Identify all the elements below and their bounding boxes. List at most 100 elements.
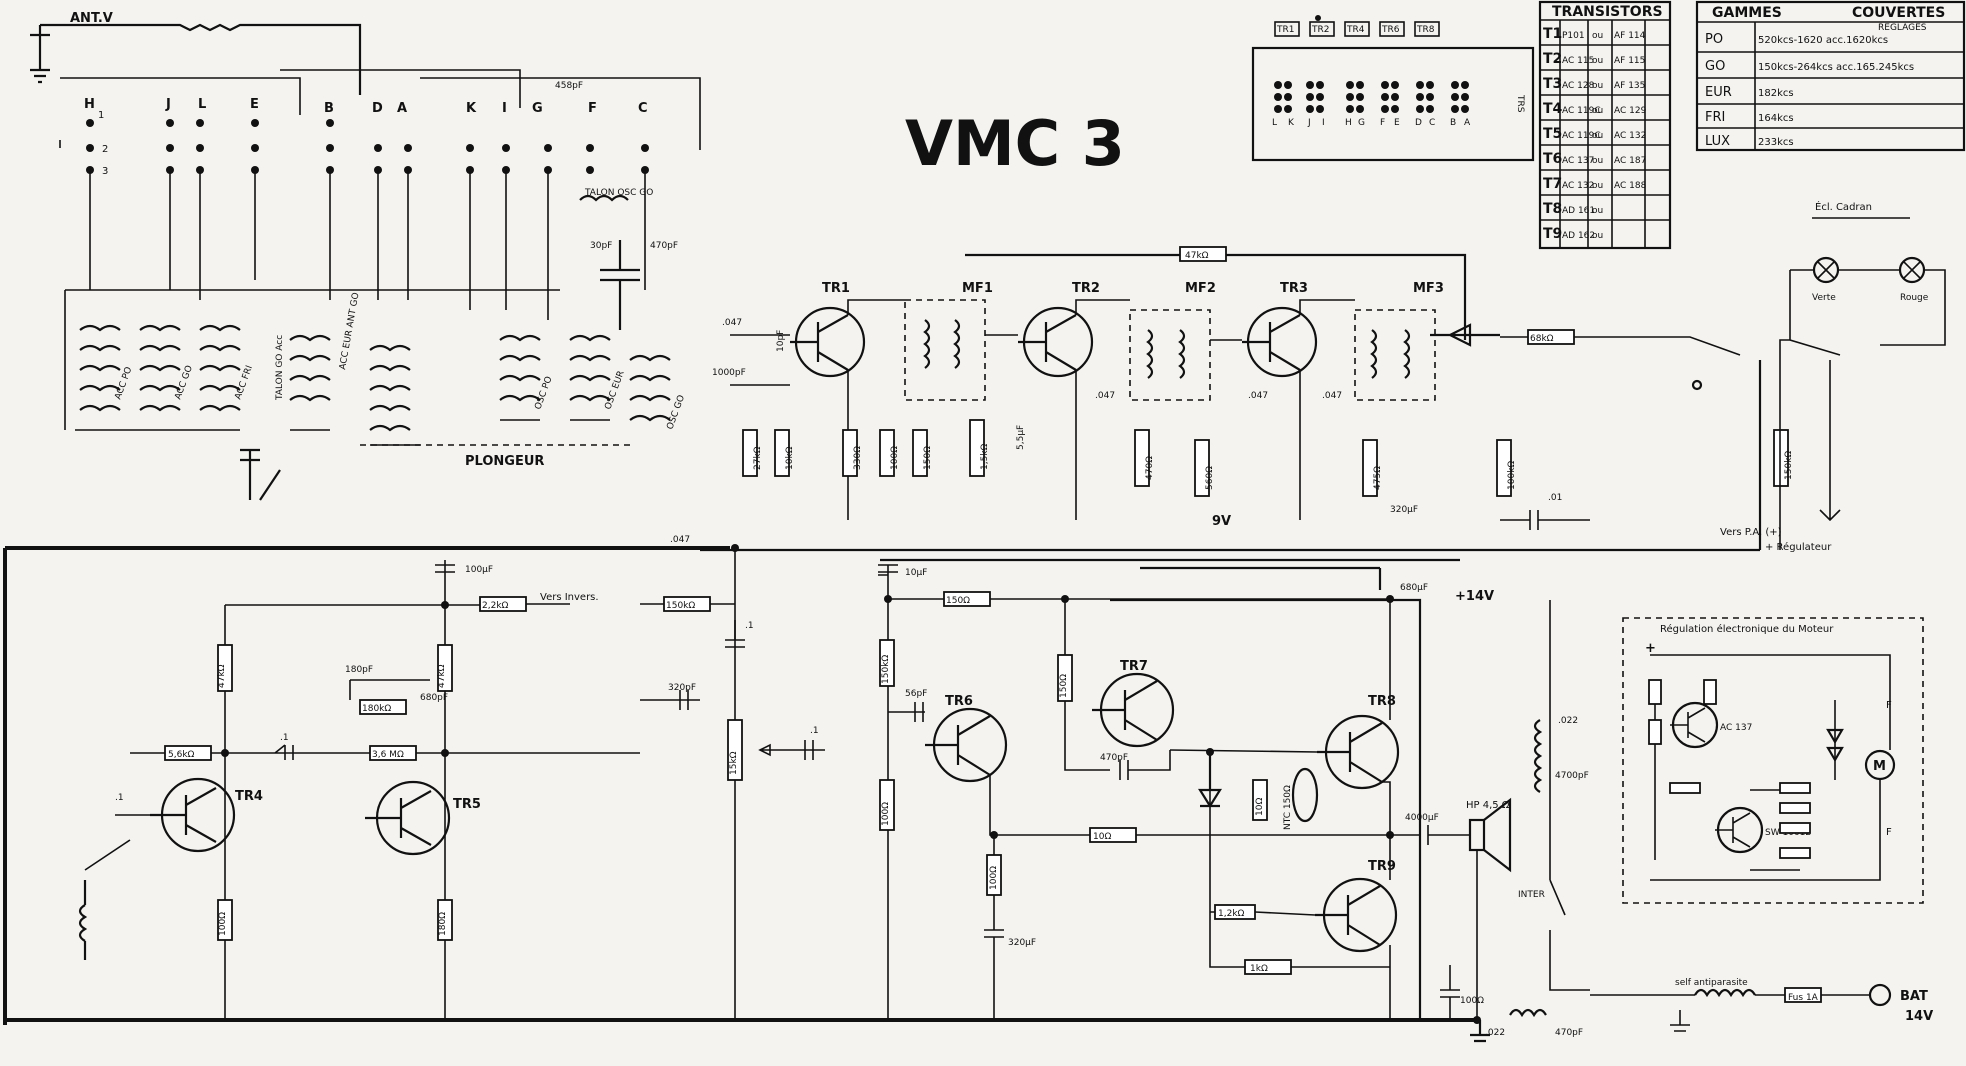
tr9-transistor: TR9: [1315, 859, 1398, 953]
transistor-row-ou: ou: [1592, 31, 1603, 41]
tr9-label: TR9: [1368, 859, 1396, 874]
transistor-row-id: T9: [1543, 226, 1562, 242]
pin-d: D: [1415, 118, 1422, 128]
pin-b: B: [1450, 118, 1456, 128]
mf2-label: MF2: [1185, 281, 1216, 296]
talon-osc-label: TALON OSC GO: [584, 188, 653, 198]
r-68k-label: 68kΩ: [1530, 334, 1554, 344]
cap-100uf: 100µF: [465, 565, 493, 575]
switch-letter-j: J: [165, 97, 171, 112]
r-470-label: 470Ω: [1145, 456, 1155, 480]
audio-power-stage: 10µF 150Ω 150kΩ 100Ω TR6 56pF TR7 150Ω 4…: [878, 564, 1512, 1020]
transistor-row-id: T4: [1543, 101, 1563, 117]
r-10r-label: 100Ω: [1460, 996, 1484, 1006]
cap-047-c: .047: [1248, 391, 1268, 401]
f-label-top: F: [1886, 700, 1892, 711]
coil-label-acc-eur: ACC EUR ANT GO: [338, 292, 361, 371]
band-switch[interactable]: H J L E B D A K I G F C 2 3 1: [59, 69, 701, 320]
transistor-row-type-b: AF 135: [1614, 81, 1645, 91]
switch-letter-d: D: [372, 101, 383, 116]
voltage-14v: +14V: [1455, 589, 1494, 604]
transistor-row-ou: ou: [1592, 181, 1603, 191]
cap-320pf: 320pF: [668, 683, 696, 693]
gammes-header-band: GAMMES: [1712, 5, 1782, 21]
tr2-label: TR2: [1072, 281, 1100, 296]
pinout-top-3: TR6: [1381, 25, 1400, 35]
cap-680uf: 680µF: [1400, 583, 1428, 593]
tr8-label: TR8: [1368, 694, 1396, 709]
inter-label[interactable]: INTER: [1518, 890, 1545, 900]
resistor-47k-top: [1179, 246, 1227, 262]
tr7-label: TR7: [1120, 659, 1148, 674]
cap-458pf: 458pF: [555, 81, 583, 91]
cap-1-d: .1: [810, 726, 819, 736]
tr1-label: TR1: [822, 281, 850, 296]
transistor-row-ou: ou: [1592, 56, 1603, 66]
r-150k-c-label: 150kΩ: [881, 655, 891, 684]
cap-470pf-b: 470pF: [1555, 1028, 1583, 1038]
cap-047-in: .047: [722, 318, 742, 328]
mf3-label: MF3: [1413, 281, 1444, 296]
pin-c: C: [1429, 118, 1435, 128]
transistor-row-type-a: P101: [1562, 31, 1585, 41]
schematic-title: VMC 3: [905, 107, 1125, 180]
transistor-row-ou: ou: [1592, 156, 1603, 166]
r-47k-tr5-label: 47kΩ: [437, 664, 447, 688]
if-resistors: 27kΩ 10kΩ 330Ω 100Ω 150Ω 1,5kΩ 470Ω 560Ω…: [742, 419, 1794, 497]
r-330-label: 330Ω: [853, 446, 863, 470]
transistor-pinout-box: TR1 TR2 TR4 TR6 TR8 L K J I H G F: [1251, 15, 1535, 162]
r-15k-b-label: 10Ω: [1255, 798, 1265, 816]
cap-047-e: .047: [670, 535, 690, 545]
regulation-title: Régulation électronique du Moteur: [1660, 623, 1834, 635]
lamp-verte-label: Verte: [1812, 293, 1836, 303]
transistor-table-header: TRANSISTORS: [1552, 4, 1663, 20]
pin-i: I: [1322, 118, 1325, 128]
plongeur-label: PLONGEUR: [465, 454, 544, 469]
hp-label: HP 4,5 Ω: [1466, 800, 1510, 811]
ecl-cadran-label: Écl. Cadran: [1815, 200, 1872, 213]
cap-10uf: 10µF: [905, 568, 927, 578]
voltage-9v: 9V: [1212, 514, 1231, 529]
r-3-6m-label: 3,6 MΩ: [372, 750, 404, 760]
cap-30pf: 30pF: [590, 241, 612, 251]
switch-letter-g: G: [532, 101, 543, 116]
transistor-row-type-b: AC 187: [1614, 156, 1646, 166]
switch-letter-k: K: [466, 101, 477, 116]
pinout-side-label: TRS: [1515, 94, 1525, 113]
r-100-label: 100Ω: [890, 446, 900, 470]
r-100k-det-label: 100kΩ: [1507, 461, 1517, 490]
tr4-label: TR4: [235, 789, 263, 804]
transistor-row-id: T7: [1543, 176, 1562, 192]
gammes-row-band: GO: [1705, 59, 1725, 74]
r-10k-drv-label: 100Ω: [881, 802, 891, 826]
gammes-row-band: EUR: [1705, 85, 1732, 100]
transistor-row-type-b: AF 115: [1614, 56, 1645, 66]
pin-j: J: [1307, 118, 1311, 128]
cap-1000pf: 1000pF: [712, 368, 746, 378]
pin-f: F: [1380, 118, 1385, 128]
transistor-row-ou: ou: [1592, 231, 1603, 241]
tr5-transistor: TR5: [365, 780, 481, 856]
cap-4000uf: 4000µF: [1405, 813, 1439, 823]
tr3-transistor: TR3: [1242, 281, 1318, 378]
gammes-header-range: COUVERTES: [1852, 5, 1945, 21]
coil-label-acc-go: ACC GO: [173, 364, 195, 401]
gammes-row-band: FRI: [1705, 110, 1725, 125]
r-100-tr4-label: 100Ω: [218, 912, 228, 936]
pin-h: H: [1345, 118, 1352, 128]
r-27k-label: 27kΩ: [753, 446, 763, 470]
tr7-transistor: TR7: [1092, 659, 1175, 748]
antenna-label: ANT.V: [70, 11, 113, 26]
transistor-row-ou: ou: [1592, 206, 1603, 216]
cap-1-c: .1: [745, 621, 754, 631]
cap-470pf-osc: 470pF: [650, 241, 678, 251]
switch-letter-c: C: [638, 101, 648, 116]
cap-022-b: .022: [1485, 1028, 1505, 1038]
pinout-top-1: TR2: [1311, 25, 1329, 35]
transistor-row-type-a: AC 128: [1562, 81, 1595, 91]
cap-180pf: 180pF: [345, 665, 373, 675]
gammes-row-range: 164kcs: [1758, 113, 1794, 124]
r-150-tr7-label: 150Ω: [1059, 674, 1069, 698]
transistor-row-type-b: AF 114: [1614, 31, 1646, 41]
plus14-rail: [1110, 598, 1422, 1020]
